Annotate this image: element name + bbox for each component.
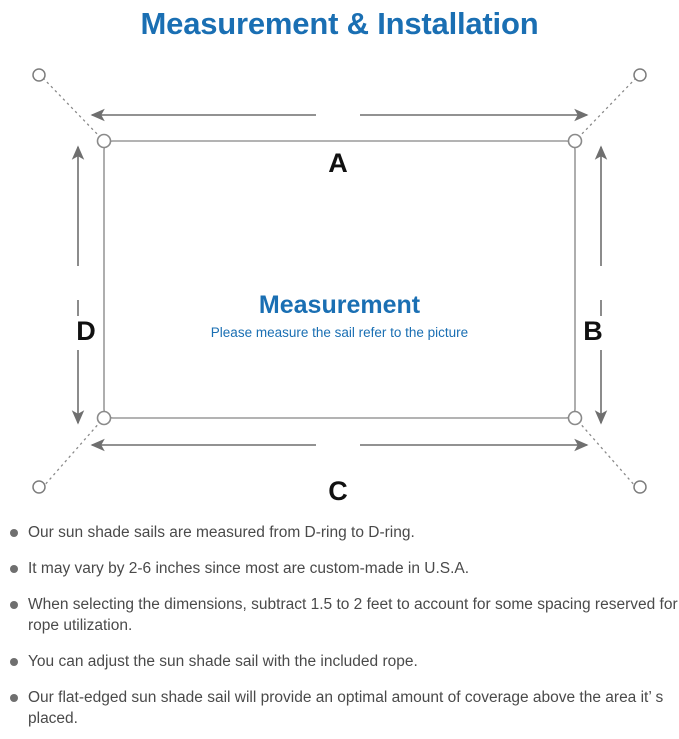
anchor-circle-bottom-right <box>633 480 647 494</box>
d-ring-top-left <box>96 133 112 149</box>
rope-line-bottom-left <box>42 420 102 488</box>
dimension-label-a: A <box>316 148 360 182</box>
list-item: It may vary by 2-6 inches since most are… <box>0 558 679 579</box>
notes-list: Our sun shade sails are measured from D-… <box>0 522 679 729</box>
bullet-icon <box>10 658 18 666</box>
d-ring-bottom-left <box>96 410 112 426</box>
anchor-circle-bottom-left <box>32 480 46 494</box>
rope-line-top-right <box>577 77 637 139</box>
sail-rectangle <box>103 140 576 419</box>
dimension-label-c: C <box>316 476 360 510</box>
note-text: When selecting the dimensions, subtract … <box>28 596 678 634</box>
diagram-canvas <box>32 68 647 494</box>
anchor-circle-top-right <box>633 68 647 82</box>
list-item: When selecting the dimensions, subtract … <box>0 594 679 636</box>
page-title: Measurement & Installation <box>140 6 539 41</box>
rope-line-top-left <box>42 77 102 139</box>
note-text: Our flat-edged sun shade sail will provi… <box>28 689 664 727</box>
bullet-icon <box>10 694 18 702</box>
note-text: It may vary by 2-6 inches since most are… <box>28 560 470 577</box>
bullet-icon <box>10 565 18 573</box>
note-text: You can adjust the sun shade sail with t… <box>28 653 418 670</box>
dimension-label-d: D <box>70 316 102 350</box>
d-ring-bottom-right <box>567 410 583 426</box>
note-text: Our sun shade sails are measured from D-… <box>28 524 415 541</box>
bullet-icon <box>10 529 18 537</box>
list-item: Our flat-edged sun shade sail will provi… <box>0 687 679 729</box>
list-item: Our sun shade sails are measured from D-… <box>0 522 679 543</box>
d-ring-top-right <box>567 133 583 149</box>
bullet-icon <box>10 601 18 609</box>
anchor-circle-top-left <box>32 68 46 82</box>
list-item: You can adjust the sun shade sail with t… <box>0 651 679 672</box>
measurement-diagram: Measurement Please measure the sail refe… <box>0 50 679 515</box>
dimension-label-b: B <box>577 316 609 350</box>
rope-line-bottom-right <box>577 420 637 488</box>
